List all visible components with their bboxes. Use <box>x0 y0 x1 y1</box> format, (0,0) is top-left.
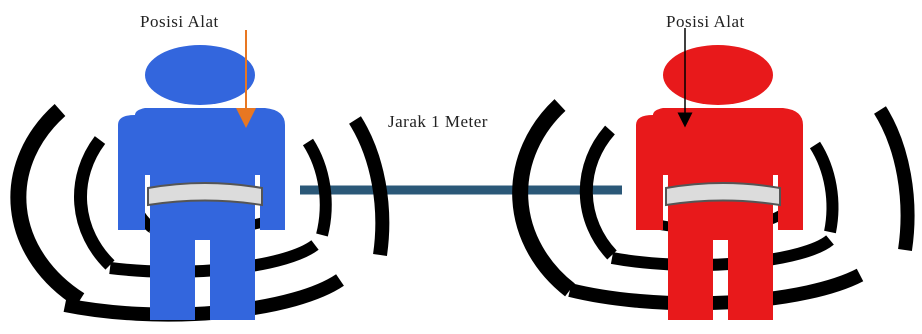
right-person-figure <box>512 28 915 320</box>
left-position-label: Posisi Alat <box>140 12 219 31</box>
left-belt-device-icon <box>147 182 263 207</box>
distance-label: Jarak 1 Meter <box>386 112 490 132</box>
left-person-icon <box>118 45 285 320</box>
right-person-icon <box>636 45 803 320</box>
right-belt-device-icon <box>665 182 781 207</box>
right-position-label: Posisi Alat <box>666 12 745 31</box>
left-person-figure <box>10 30 390 322</box>
